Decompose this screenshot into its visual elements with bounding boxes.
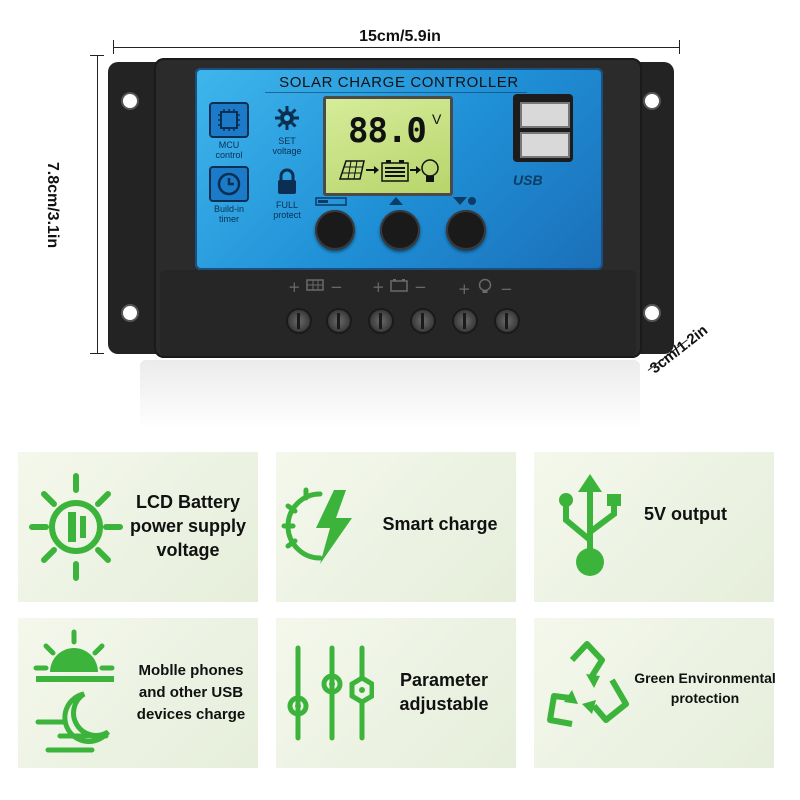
terminal-screw[interactable] [326,308,352,334]
smart-charge-icon [281,487,352,564]
usb-icon [559,474,621,576]
mounting-hole [643,304,661,322]
usb-port-bottom[interactable] [520,132,570,158]
usb-port-block [513,94,573,162]
load-minus-sign: − [500,280,513,298]
width-dimension-label: 15cm/5.9in [359,28,441,45]
bulb-icon [421,159,439,182]
build-in-timer-label: Build-in timer [207,166,251,224]
load-terminal-label: + − [458,278,513,298]
battery-icon [390,279,409,292]
lcd-voltage-unit: V [432,111,442,127]
build-in-timer-text: Build-in timer [213,204,244,224]
panel-title: SOLAR CHARGE CONTROLLER [279,74,519,91]
lcd-battery-icon [29,473,123,581]
front-panel: SOLAR CHARGE CONTROLLER MCU control SET … [195,68,603,270]
gear-icon [269,102,305,134]
mcu-control-text: MCU control [215,140,243,160]
down-arrow-icon [445,196,479,206]
mounting-hole [121,92,139,110]
recycle-icon [547,641,629,727]
feature-lcd-text: LCD Battery power supply voltage [129,492,246,560]
device-reflection [140,360,640,430]
full-protect-text: FULL protect [273,200,301,220]
battery-plus-sign: + [372,278,385,296]
feature-tile-usb-charge: Moblle phones and other USB devices char… [18,618,258,768]
lock-icon [269,166,305,198]
full-protect-label: FULL protect [265,166,309,220]
chip-icon [209,102,249,138]
terminal-screw[interactable] [410,308,436,334]
feature-smart-charge-text: Smart charge [382,514,498,534]
height-dimension-tick-bottom [90,353,104,354]
feature-tile-smart-charge: Smart charge [276,452,516,602]
menu-symbol-icon [314,196,348,206]
feature-5v-output-text: 5V output [644,504,727,524]
terminal-screw[interactable] [286,308,312,334]
solar-plus-sign: + [288,278,301,296]
solar-minus-sign: − [330,278,343,296]
feature-usb-charge-text: Moblle phones and other USB devices char… [136,662,246,723]
battery-minus-sign: − [414,278,427,296]
set-voltage-label: SET voltage [265,102,309,156]
feature-green-text: Green Environmental protection [634,670,776,706]
solar-terminal-label: + − [288,278,343,296]
mounting-hole [643,92,661,110]
up-button[interactable] [380,210,420,250]
terminal-screw[interactable] [494,308,520,334]
mounting-hole [121,304,139,322]
sliders-icon [287,645,374,741]
feature-tile-parameter: Parameter adjustable [276,618,516,768]
height-dimension-label: 7.8cm/3.1in [44,161,61,249]
lcd-voltage-value: 88.0 [348,111,427,151]
battery-terminal-label: + − [372,278,427,296]
lcd-flow-icons [338,159,439,182]
feature-tile-lcd: LCD Battery power supply voltage [18,452,258,602]
bulb-icon [479,278,492,293]
clock-icon [209,166,249,202]
width-dimension-line [113,47,679,48]
menu-button[interactable] [315,210,355,250]
mcu-control-label: MCU control [207,102,251,160]
usb-logo-text: USB [513,172,543,188]
terminal-block: + − + − + − [160,270,636,356]
feature-parameter-text: Parameter adjustable [399,670,489,714]
lcd-display: 88.0 V [323,96,453,196]
width-dimension-tick-left [113,40,114,54]
load-plus-sign: + [458,280,471,298]
height-dimension-tick-top [90,55,104,56]
height-dimension-line [97,55,98,353]
width-dimension-tick-right [679,40,680,54]
sunset-moon-icon [33,629,115,753]
down-button[interactable] [446,210,486,250]
up-arrow-icon [379,196,413,206]
solar-panel-icon [338,160,365,180]
battery-icon [381,160,409,182]
panel-title-underline [265,92,527,93]
feature-tile-5v-output: 5V output [534,452,774,602]
feature-tile-green: Green Environmental protection [534,618,776,768]
set-voltage-text: SET voltage [272,136,302,156]
terminal-screw[interactable] [452,308,478,334]
usb-port-top[interactable] [520,102,570,128]
terminal-screw[interactable] [368,308,394,334]
solar-panel-icon [306,279,325,291]
